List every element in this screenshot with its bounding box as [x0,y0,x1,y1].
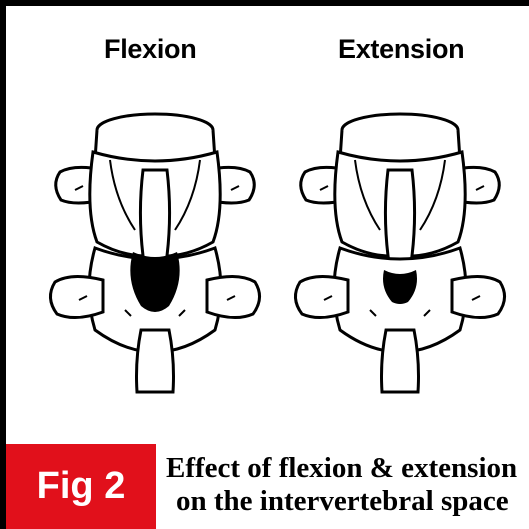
figure-caption: Effect of flexion & extension on the int… [166,452,529,518]
caption-line-2: on the intervertebral space [166,485,529,518]
figure-number-badge: Fig 2 [6,444,156,529]
extension-vertebrae-icon [295,114,504,392]
caption-line-1: Effect of flexion & extension [166,452,517,484]
vertebrae-illustration [0,0,529,440]
flexion-vertebrae-icon [50,114,259,392]
